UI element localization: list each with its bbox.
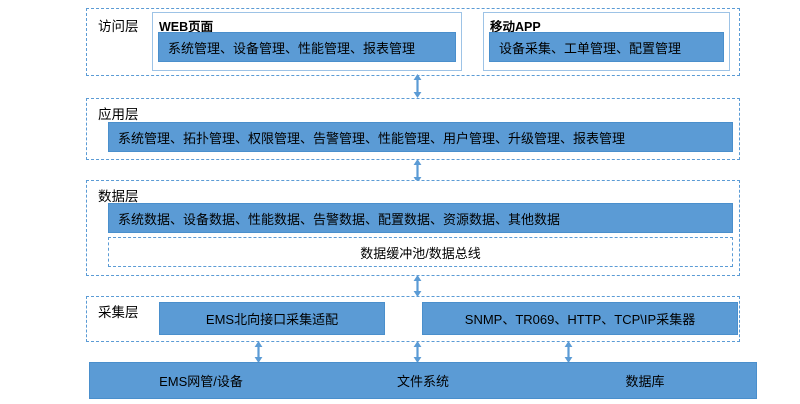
panel-web-items: 系统管理、设备管理、性能管理、报表管理 (158, 32, 456, 62)
double-arrow-vertical-icon (564, 341, 573, 363)
resource-filesystem: 文件系统 (396, 374, 449, 389)
resource-bar: EMS网管/设备 文件系统 数据库 (89, 362, 757, 399)
double-arrow-vertical-icon (413, 74, 422, 98)
resource-database: 数据库 (625, 374, 665, 389)
double-arrow-vertical-icon (413, 341, 422, 363)
connector-collection-to-database (563, 341, 574, 363)
layer-collection-label: 采集层 (98, 305, 139, 320)
layer-access-label: 访问层 (98, 19, 139, 34)
double-arrow-vertical-icon (413, 275, 422, 297)
layer-application-label: 应用层 (98, 107, 139, 122)
data-bus-box: 数据缓冲池/数据总线 (108, 237, 733, 267)
data-categories-bar: 系统数据、设备数据、性能数据、告警数据、配置数据、资源数据、其他数据 (108, 203, 733, 233)
double-arrow-vertical-icon (254, 341, 263, 363)
connector-access-to-application (412, 74, 423, 98)
collector-protocol-adapters: SNMP、TR069、HTTP、TCP\IP采集器 (422, 302, 738, 335)
connector-data-to-collection (412, 275, 423, 297)
panel-mobile-app-items: 设备采集、工单管理、配置管理 (489, 32, 724, 62)
collector-ems-northbound: EMS北向接口采集适配 (159, 302, 385, 335)
panel-mobile-app-title: 移动APP (490, 20, 541, 34)
layer-data-label: 数据层 (98, 189, 139, 204)
connector-collection-to-ems (253, 341, 264, 363)
panel-web-title: WEB页面 (159, 20, 214, 34)
resource-ems: EMS网管/设备 (159, 374, 243, 389)
connector-collection-to-filesystem (412, 341, 423, 363)
application-modules-bar: 系统管理、拓扑管理、权限管理、告警管理、性能管理、用户管理、升级管理、报表管理 (108, 122, 733, 152)
